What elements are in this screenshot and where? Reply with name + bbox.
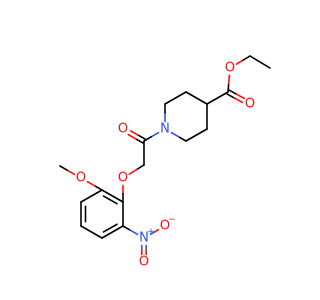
bond-ch2-o-a	[135, 164, 145, 171]
bond-ch2-o-b	[128, 168, 138, 175]
bond-o-me-a	[66, 169, 76, 176]
bond-ch2-ch3	[249, 55, 271, 69]
bond-b4-b5	[80, 225, 103, 239]
bond-amide-co-2-a	[137, 134, 146, 140]
amide-oxygen-label: O	[118, 122, 128, 137]
bond-n-amidec-a	[150, 131, 160, 138]
ester-ether-oxygen-label: O	[225, 61, 235, 76]
nitro-oxygen-single-label: O	[160, 219, 170, 234]
bond-ester-co-single-b	[227, 74, 231, 85]
bond-c3b-c2b	[185, 128, 208, 142]
bond-n-amidec-b	[143, 136, 153, 142]
nitro-oxygen-double-label: O	[139, 255, 149, 270]
bond-b5-b6	[101, 225, 124, 239]
bond-n-o-single-b	[153, 228, 160, 233]
bond-o-ch2-b	[242, 55, 251, 61]
bond-c2b-n-a	[177, 136, 187, 142]
bond-c2a-c3a	[164, 91, 187, 105]
bond-amide-co-1-b	[127, 133, 137, 140]
nitro-oxygen-charge: −	[168, 215, 176, 225]
bond-b5-b6-inner	[102, 223, 118, 233]
bond-ester-co-2-b	[233, 97, 244, 104]
bond-ester-co-1-a	[228, 89, 238, 96]
piperidine-nitrogen-label: N	[160, 122, 170, 137]
nitro-nitrogen-label: N	[139, 231, 149, 246]
bond-o-ch2-a	[235, 59, 245, 65]
bond-c4-esterc	[206, 91, 229, 105]
bond-ester-co-1-b	[235, 93, 246, 100]
bond-o-me-b	[59, 165, 69, 171]
bond-b6-nitro-b	[129, 229, 139, 236]
bond-b2-b3	[80, 189, 103, 203]
ether-oxygen-label: O	[118, 171, 128, 186]
bond-ester-co-single-a	[227, 82, 230, 93]
bond-amide-co-1-a	[134, 137, 144, 144]
bond-c2b-n-b	[170, 131, 180, 138]
bond-c3a-c4	[185, 91, 208, 105]
bond-b1-b2	[101, 189, 124, 203]
bond-b1-b2-inner	[102, 195, 118, 205]
bond-b2-ome-a	[93, 185, 103, 191]
bond-amide-co-2-b	[129, 130, 139, 136]
bond-b2-ome-b	[86, 180, 96, 187]
nitro-nitrogen-charge: +	[147, 227, 155, 237]
bond-ester-co-2-a	[226, 93, 236, 99]
bond-b6-nitro-a	[122, 225, 132, 231]
methoxy-oxygen-label: O	[76, 171, 86, 186]
ester-carbonyl-oxygen-label: O	[245, 97, 255, 112]
